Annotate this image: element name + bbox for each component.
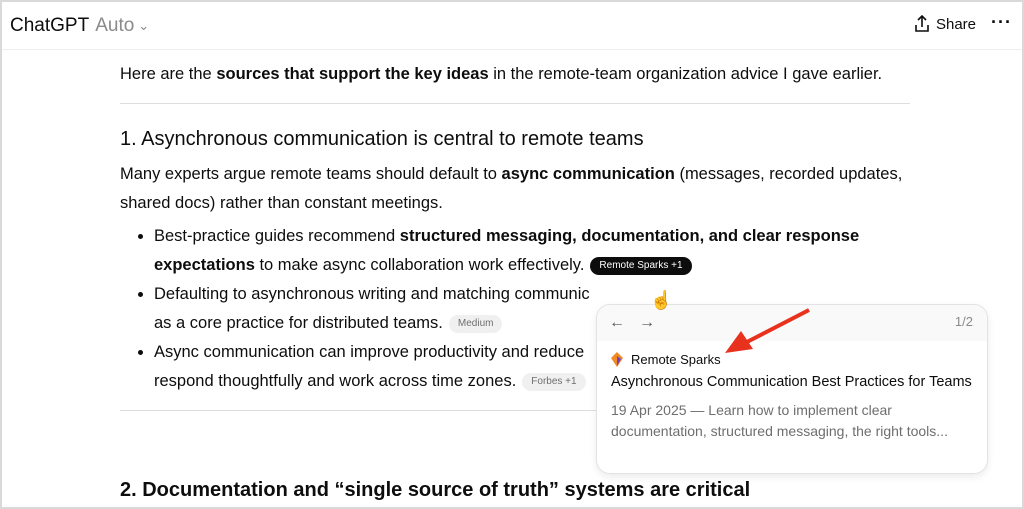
section-paragraph: Many experts argue remote teams should d…: [120, 165, 903, 212]
divider: [120, 103, 910, 104]
list-item: Best-practice guides recommend structure…: [154, 222, 910, 280]
section-heading: 1. Asynchronous communication is central…: [120, 128, 644, 150]
list-item: Async communication can improve producti…: [154, 338, 910, 396]
article-snippet: 19 Apr 2025 — Learn how to implement cle…: [611, 402, 948, 439]
arrow-right-icon[interactable]: →: [639, 314, 655, 331]
citation-pill[interactable]: Remote Sparks +1: [590, 257, 692, 275]
divider: [120, 410, 910, 411]
app-title: ChatGPT: [10, 14, 90, 36]
remote-sparks-logo-icon: [611, 352, 623, 367]
chevron-down-icon[interactable]: ⌄: [138, 17, 150, 33]
citation-pill[interactable]: Medium: [448, 315, 503, 333]
popover-header: ← → 1/2: [597, 305, 987, 341]
hand-cursor-icon: ☝: [650, 290, 673, 310]
intro-text: Here are the sources that support the ke…: [120, 65, 883, 83]
source-name: Remote Sparks: [631, 352, 721, 367]
top-bar: ChatGPT Auto ⌄ Share ···: [2, 2, 1022, 50]
page-counter: 1/2: [954, 314, 973, 329]
share-icon: [915, 15, 929, 32]
section-heading: 2. Documentation and “single source of t…: [120, 479, 751, 501]
annotation-arrow-icon: [725, 308, 810, 353]
more-options-icon[interactable]: ···: [991, 12, 1012, 32]
arrow-left-icon[interactable]: ←: [609, 314, 625, 331]
share-button[interactable]: Share: [914, 15, 976, 33]
article-title-link[interactable]: Asynchronous Communication Best Practice…: [611, 374, 972, 390]
chat-message: Here are the sources that support the ke…: [120, 60, 910, 425]
list-item: Defaulting to asynchronous writing and m…: [154, 280, 910, 338]
source-row: Remote Sparks: [611, 352, 987, 367]
model-selector[interactable]: Auto: [95, 14, 135, 36]
citation-popover: ← → 1/2 Remote Sparks Asynchronous Commu…: [596, 304, 988, 474]
citation-pill[interactable]: Forbes +1: [522, 373, 586, 391]
share-label: Share: [935, 15, 976, 33]
